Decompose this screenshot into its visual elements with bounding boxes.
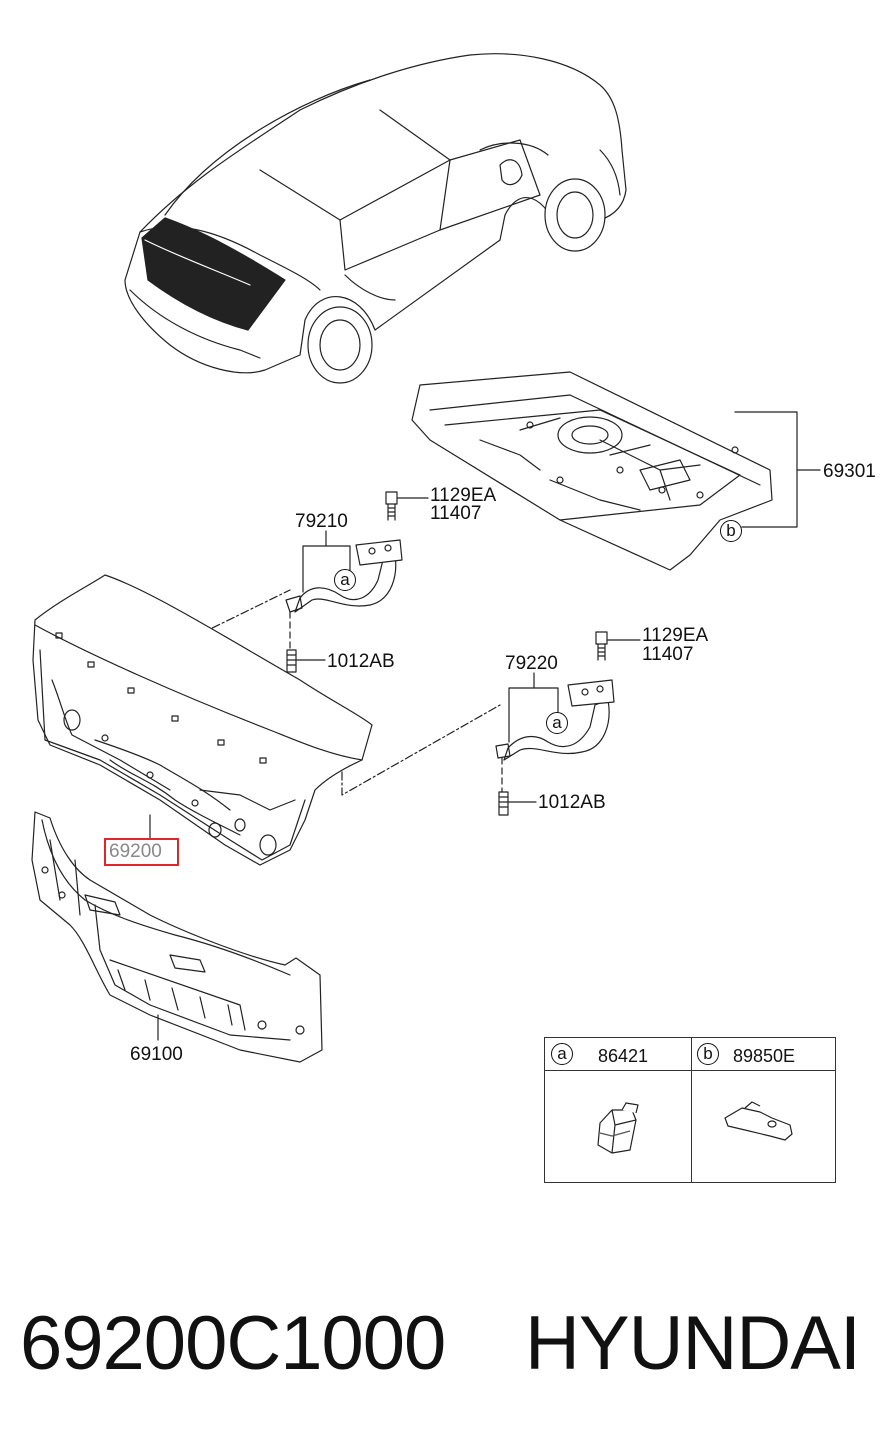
car-illustration — [124, 53, 627, 384]
legend-col-a: a 86421 — [545, 1038, 692, 1182]
legend-head-a: a 86421 — [545, 1038, 691, 1071]
label-bolt-low-1: 1012AB — [327, 651, 395, 672]
trunk-lid-69200 — [32, 574, 373, 866]
label-rear-panel: 69100 — [130, 1044, 183, 1065]
part-number: 69200C1000 — [20, 1301, 446, 1386]
label-bolt-top-1: 1129EA — [430, 485, 497, 506]
hinge-79220 — [495, 631, 641, 816]
label-bolt-low-2: 1012AB — [538, 792, 606, 813]
callout-a-rh: a — [546, 712, 568, 734]
legend-head-b: b 89850E — [691, 1038, 835, 1071]
label-hinge-rh: 79220 — [505, 653, 558, 674]
package-tray-69301 — [411, 371, 821, 571]
brand-name: HYUNDAI — [525, 1301, 861, 1386]
callout-a-lh: a — [334, 569, 356, 591]
legend-col-b: b 89850E — [691, 1038, 835, 1182]
bracket-89850E-drawing — [724, 1101, 793, 1141]
legend-a-part: 86421 — [598, 1046, 649, 1066]
callout-b-tray: b — [720, 520, 742, 542]
hinge-79210 — [285, 491, 429, 673]
label-bolt-mid-1: 1129EA — [642, 625, 709, 646]
legend-b-circle: b — [697, 1043, 719, 1065]
label-package-tray: 69301 — [823, 461, 876, 482]
legend-b-part: 89850E — [733, 1046, 796, 1066]
rear-panel-69100 — [31, 811, 323, 1063]
label-bolt-top-2: 11407 — [430, 503, 482, 524]
parts-diagram — [31, 53, 821, 1154]
label-trunk-lid-highlighted: 69200 — [104, 838, 179, 866]
label-bolt-mid-2: 11407 — [642, 644, 694, 665]
legend-table: a 86421 b 89850E — [544, 1037, 836, 1183]
legend-a-circle: a — [551, 1043, 573, 1065]
label-hinge-lh: 79210 — [295, 511, 348, 532]
bumper-86421-drawing — [597, 1102, 639, 1154]
